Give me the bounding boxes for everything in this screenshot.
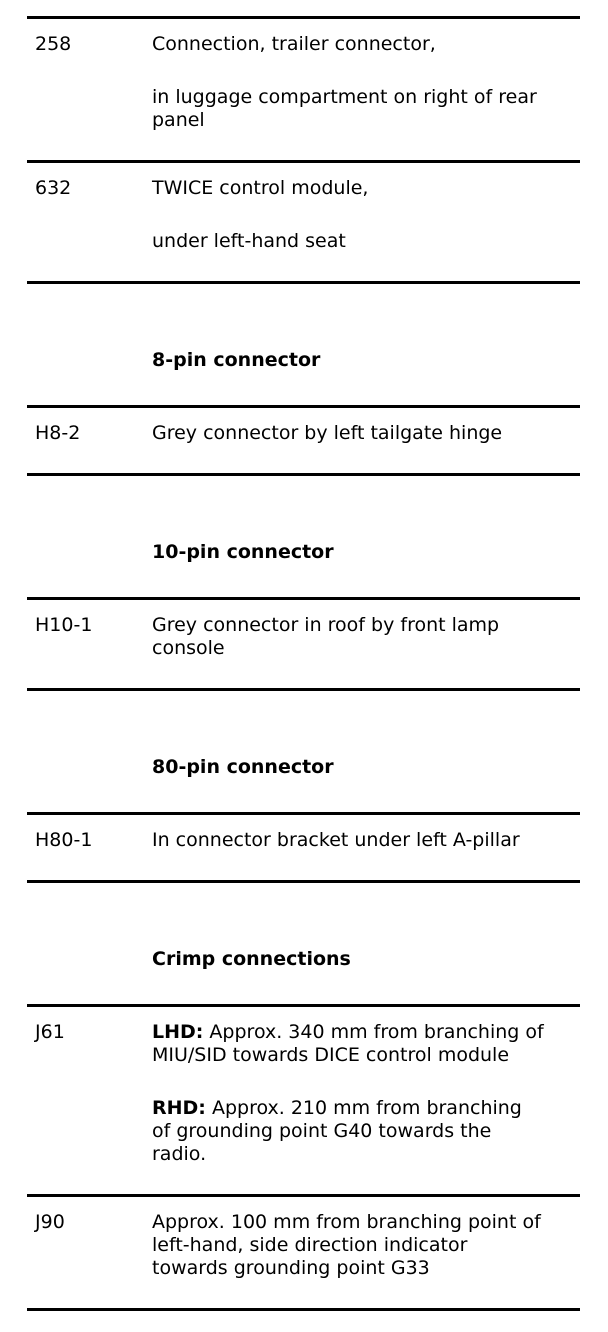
paragraph-text: Grey connector by left tailgate hinge: [152, 422, 503, 444]
table-row-group: H10-1 Grey connector in roof by front lam…: [27, 597, 580, 691]
row-description: In connector bracket under left A-pillar: [152, 829, 580, 852]
paragraph-bold-label: LHD:: [152, 1021, 204, 1043]
description-paragraph: TWICE control module,: [152, 177, 580, 200]
paragraph-text: Grey connector in roof by front lamp con…: [152, 614, 500, 659]
description-paragraph: Grey connector by left tailgate hinge: [152, 422, 580, 445]
paragraph-text: Approx. 340 mm from branching of MIU/SID…: [152, 1021, 544, 1066]
connector-location-table: 258 Connection, trailer connector, in lugg…: [27, 0, 580, 1311]
table-row-group: J61 LHD: Approx. 340 mm from branching of…: [27, 1004, 580, 1311]
table-row: H80-1 In connector bracket under left A-p…: [27, 812, 580, 880]
section-header-label: Crimp connections: [152, 948, 351, 970]
description-paragraph: Connection, trailer connector,: [152, 33, 580, 56]
row-description: Grey connector by left tailgate hinge: [152, 422, 580, 445]
table-row: H8-2 Grey connector by left tailgate hing…: [27, 405, 580, 473]
description-paragraph: In connector bracket under left A-pillar: [152, 829, 580, 852]
row-code: 632: [35, 177, 72, 199]
paragraph-text: under left-hand seat: [152, 230, 346, 252]
paragraph-bold-label: RHD:: [152, 1097, 206, 1119]
row-code: J90: [35, 1211, 65, 1233]
row-description: LHD: Approx. 340 mm from branching of MI…: [152, 1021, 580, 1166]
paragraph-text: Approx. 100 mm from branching point of l…: [152, 1211, 541, 1279]
paragraph-text: In connector bracket under left A-pillar: [152, 829, 520, 851]
paragraph-text: Approx. 210 mm from branching of groundi…: [152, 1097, 522, 1165]
row-code: H80-1: [35, 829, 93, 851]
row-code: H10-1: [35, 614, 93, 636]
table-row-group: H80-1 In connector bracket under left A-p…: [27, 812, 580, 883]
row-code: H8-2: [35, 422, 81, 444]
row-code: 258: [35, 33, 72, 55]
description-paragraph: Grey connector in roof by front lamp con…: [152, 614, 580, 660]
paragraph-text: TWICE control module,: [152, 177, 369, 199]
row-description: Connection, trailer connector, in luggage…: [152, 33, 580, 132]
table-row-group: H8-2 Grey connector by left tailgate hing…: [27, 405, 580, 476]
description-paragraph: LHD: Approx. 340 mm from branching of MI…: [152, 1021, 580, 1067]
table-row: 632 TWICE control module, under left-hand …: [27, 160, 580, 281]
description-paragraph: RHD: Approx. 210 mm from branching of gr…: [152, 1097, 580, 1166]
paragraph-text: in luggage compartment on right of rear …: [152, 86, 537, 131]
paragraph-text: Connection, trailer connector,: [152, 33, 436, 55]
table-row: J61 LHD: Approx. 340 mm from branching of…: [27, 1004, 580, 1194]
description-paragraph: under left-hand seat: [152, 230, 580, 253]
table-row: J90 Approx. 100 mm from branching point o…: [27, 1194, 580, 1308]
section-header: 10-pin connector: [27, 476, 580, 597]
section-header: 8-pin connector: [27, 284, 580, 405]
description-paragraph: in luggage compartment on right of rear …: [152, 86, 580, 132]
section-header: Crimp connections: [27, 883, 580, 1004]
section-header-label: 8-pin connector: [152, 349, 321, 371]
section-header: 80-pin connector: [27, 691, 580, 812]
table-row-group: 258 Connection, trailer connector, in lugg…: [27, 16, 580, 284]
table-row: H10-1 Grey connector in roof by front lam…: [27, 597, 580, 688]
row-description: Grey connector in roof by front lamp con…: [152, 614, 580, 660]
description-paragraph: Approx. 100 mm from branching point of l…: [152, 1211, 580, 1280]
row-description: Approx. 100 mm from branching point of l…: [152, 1211, 580, 1280]
row-description: TWICE control module, under left-hand sea…: [152, 177, 580, 253]
table-row: 258 Connection, trailer connector, in lugg…: [27, 16, 580, 160]
section-header-label: 80-pin connector: [152, 756, 334, 778]
section-header-label: 10-pin connector: [152, 541, 334, 563]
row-code: J61: [35, 1021, 65, 1043]
